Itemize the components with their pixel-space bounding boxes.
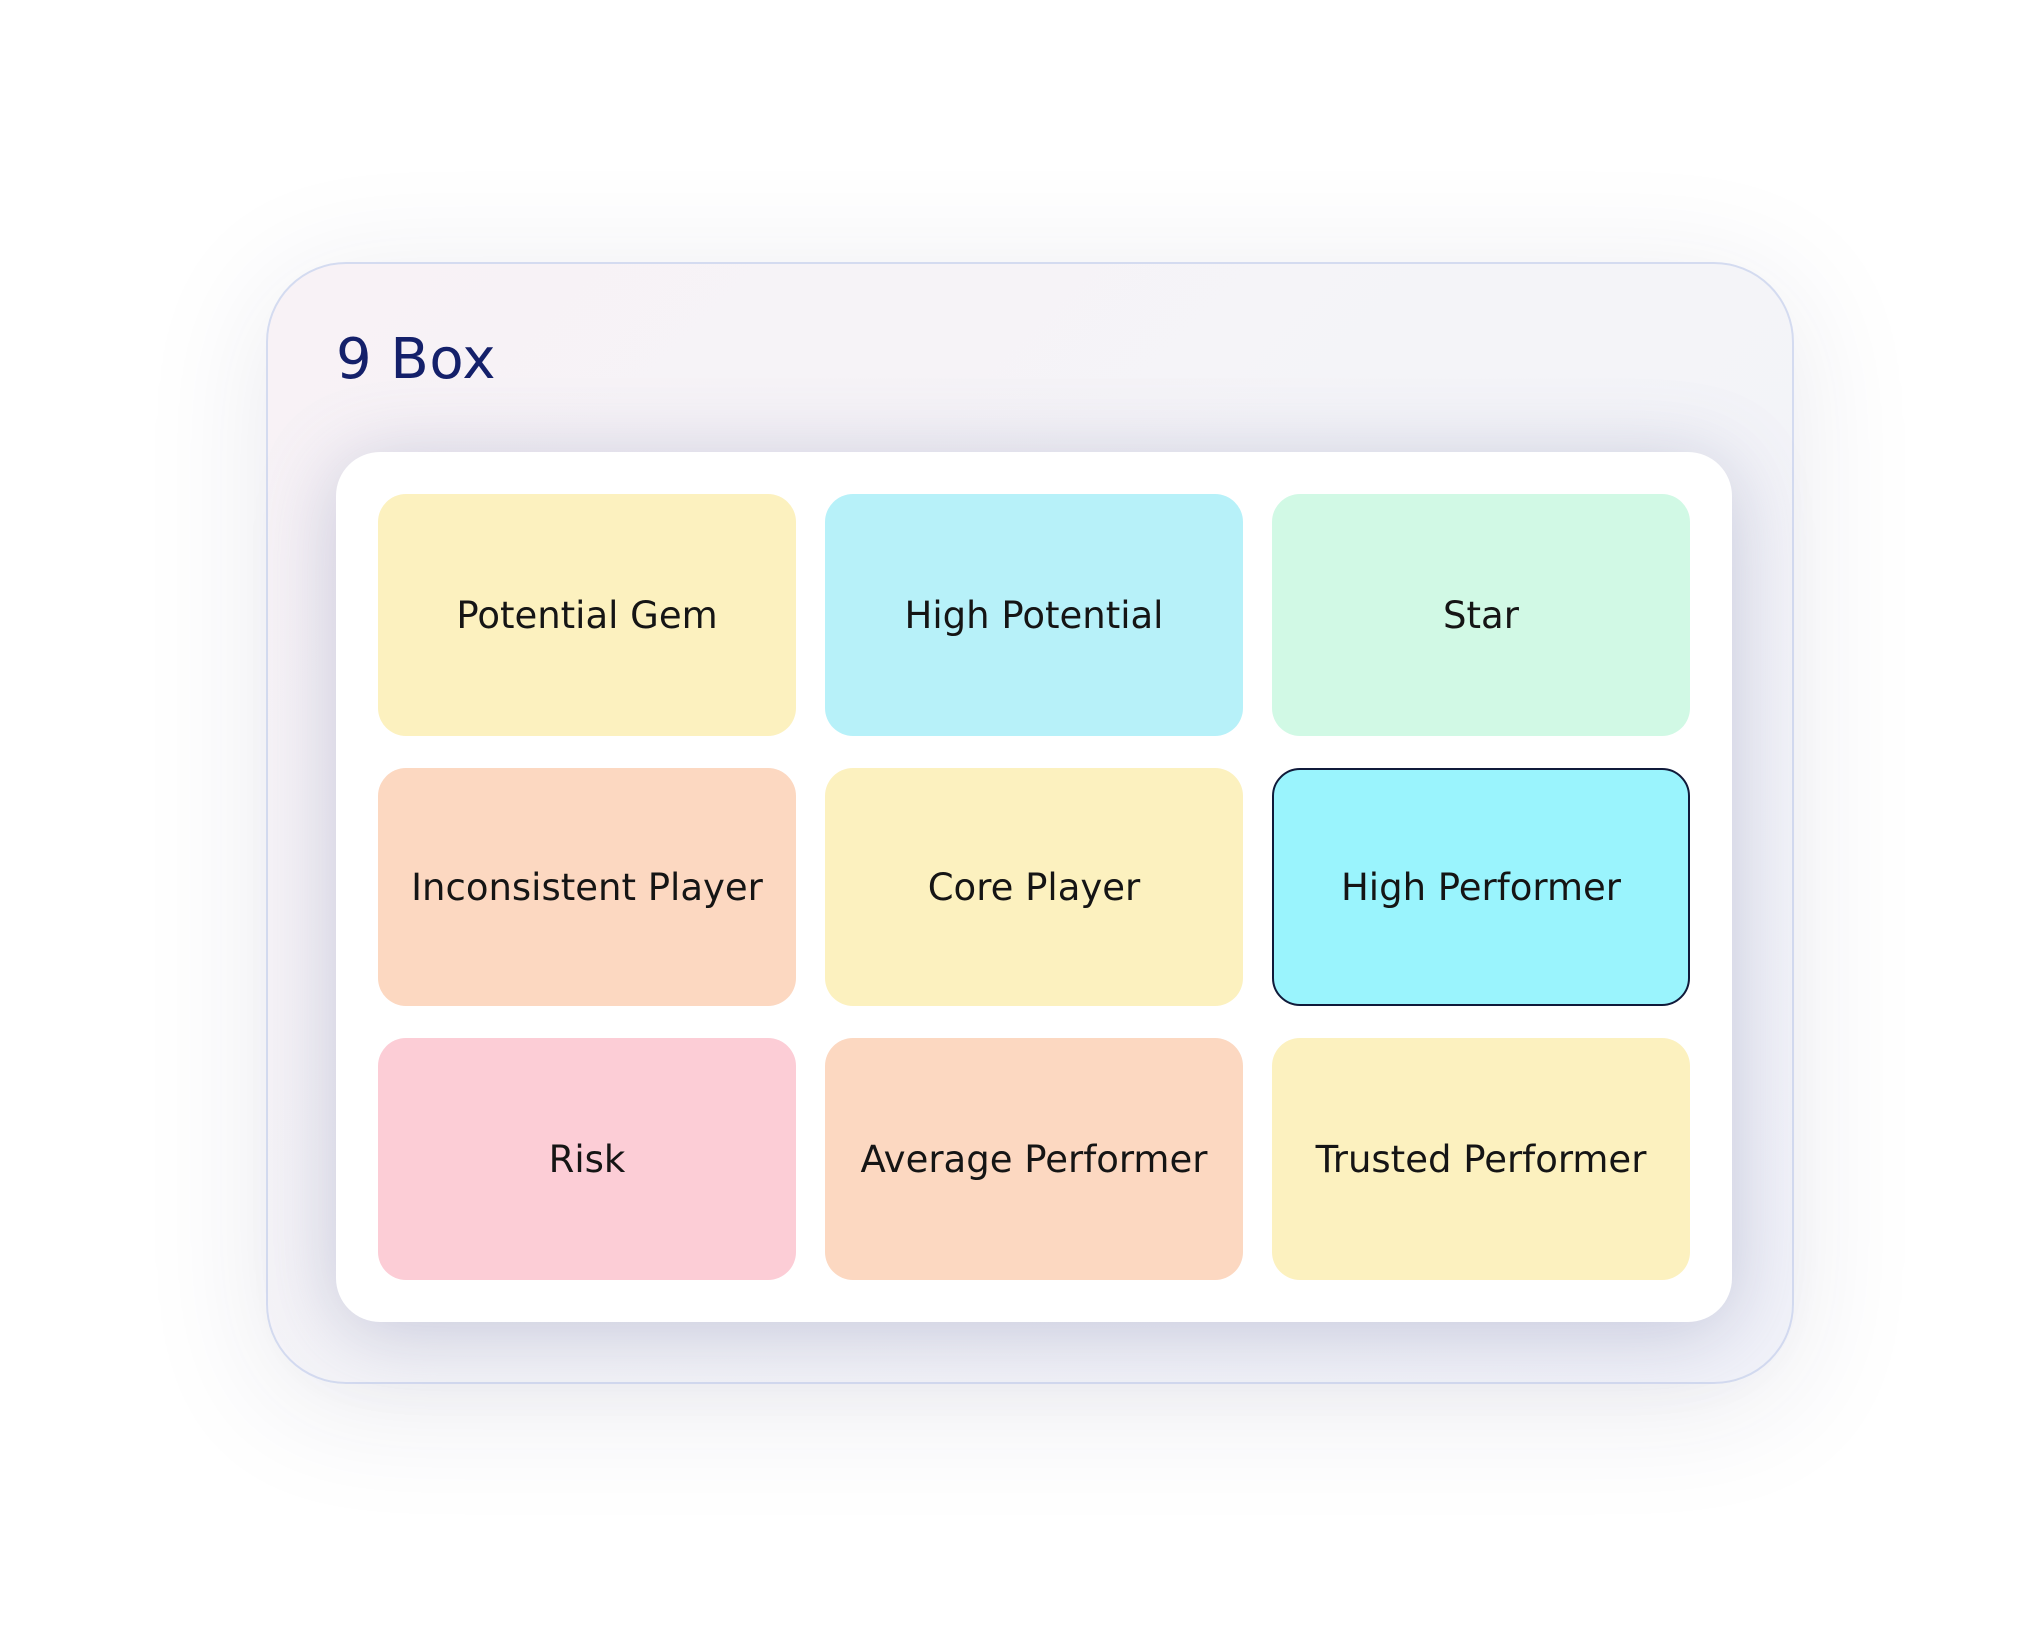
box-average-performer[interactable]: Average Performer	[825, 1038, 1243, 1280]
box-label: Trusted Performer	[1315, 1137, 1647, 1181]
box-label: Risk	[548, 1137, 626, 1181]
box-label: Core Player	[927, 865, 1141, 909]
box-trusted-performer[interactable]: Trusted Performer	[1272, 1038, 1690, 1280]
box-label: High Potential	[904, 593, 1164, 637]
box-core-player[interactable]: Core Player	[825, 768, 1243, 1006]
nine-box-panel: Potential Gem High Potential Star Incons…	[336, 452, 1732, 1322]
box-label: Average Performer	[860, 1137, 1208, 1181]
box-label: Inconsistent Player	[411, 865, 763, 909]
box-high-potential[interactable]: High Potential	[825, 494, 1243, 736]
box-risk[interactable]: Risk	[378, 1038, 796, 1280]
box-label: Potential Gem	[456, 593, 718, 637]
box-star[interactable]: Star	[1272, 494, 1690, 736]
box-label: Star	[1443, 593, 1519, 637]
box-potential-gem[interactable]: Potential Gem	[378, 494, 796, 736]
box-inconsistent-player[interactable]: Inconsistent Player	[378, 768, 796, 1006]
card-title: 9 Box	[336, 327, 497, 392]
box-label: High Performer	[1340, 865, 1621, 909]
nine-box-grid: Potential Gem High Potential Star Incons…	[378, 494, 1690, 1280]
box-high-performer[interactable]: High Performer	[1272, 768, 1690, 1006]
